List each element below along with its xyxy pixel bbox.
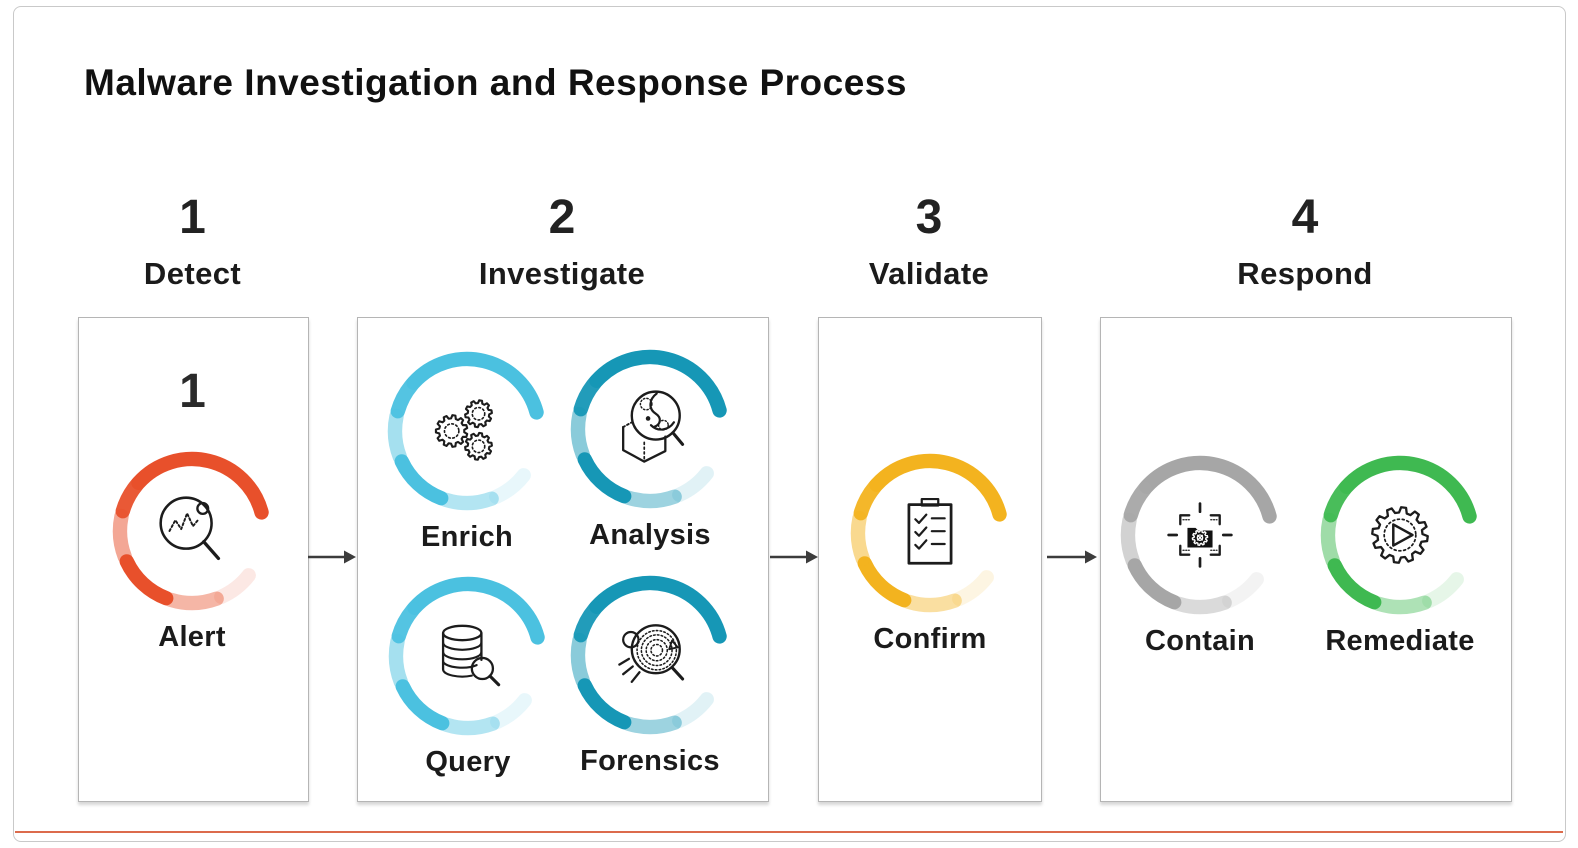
process-item-analysis: Analysis xyxy=(550,349,750,552)
item-label-remediate: Remediate xyxy=(1325,625,1475,657)
stage-header-respond: 4 Respond xyxy=(1100,194,1510,292)
process-item-alert: Alert xyxy=(92,451,292,654)
alert-progress-ring xyxy=(112,451,269,611)
stage-label-detect: Detect xyxy=(143,256,242,291)
item-label-query: Query xyxy=(425,746,511,778)
analysis-progress-ring xyxy=(570,349,727,509)
stage-box-respond xyxy=(1100,317,1512,802)
process-item-confirm: Confirm xyxy=(830,453,1030,656)
stage-label-respond: Respond xyxy=(1237,256,1373,291)
gears-icon xyxy=(434,399,493,461)
stage-header-validate: 3 Validate xyxy=(818,194,1040,292)
flow-arrow-detect-investigate xyxy=(308,550,356,564)
process-item-forensics: Forensics xyxy=(550,575,750,778)
detect-box-number: 1 xyxy=(179,365,206,418)
stage-box-detect xyxy=(78,317,309,802)
stage-number-2: 2 xyxy=(548,191,576,244)
database-magnifier-icon xyxy=(441,624,501,687)
crosshair-malware-target-icon xyxy=(1167,502,1233,568)
process-item-query: Query xyxy=(368,576,568,779)
stage-header-detect: 1 Detect xyxy=(78,194,307,292)
query-progress-ring xyxy=(388,576,545,736)
process-item-enrich: Enrich xyxy=(367,351,567,554)
stage-box-validate xyxy=(818,317,1042,802)
stage-number-1: 1 xyxy=(179,191,206,244)
item-label-enrich: Enrich xyxy=(420,521,514,553)
forensics-progress-ring xyxy=(570,575,727,735)
remediate-progress-ring xyxy=(1320,455,1477,615)
item-label-analysis: Analysis xyxy=(589,519,711,551)
item-label-contain: Contain xyxy=(1144,625,1256,657)
flow-arrow-investigate-validate xyxy=(770,550,818,564)
page-title: Malware Investigation and Response Proce… xyxy=(84,62,907,103)
stage-header-investigate: 2 Investigate xyxy=(357,194,767,292)
checklist-clipboard-icon xyxy=(907,497,953,565)
flow-arrow-validate-respond xyxy=(1047,550,1097,564)
item-label-alert: Alert xyxy=(158,621,226,653)
stage-label-investigate: Investigate xyxy=(478,256,646,291)
waveform-magnifier-icon xyxy=(159,496,221,561)
gear-play-icon xyxy=(1371,506,1429,564)
enrich-progress-ring xyxy=(387,351,544,511)
item-label-forensics: Forensics xyxy=(580,745,720,777)
malware-cube-magnifier-icon xyxy=(622,390,685,463)
contain-progress-ring xyxy=(1120,455,1277,615)
bug-fingerprint-magnifier-icon xyxy=(618,624,685,683)
bottom-accent-line xyxy=(15,831,1563,833)
process-item-contain: Contain xyxy=(1100,455,1300,658)
stage-label-validate: Validate xyxy=(868,256,990,291)
confirm-progress-ring xyxy=(850,453,1007,613)
stage-number-4: 4 xyxy=(1291,191,1319,244)
process-item-remediate: Remediate xyxy=(1300,455,1500,658)
stage-number-3: 3 xyxy=(915,191,943,244)
item-label-confirm: Confirm xyxy=(873,623,987,655)
